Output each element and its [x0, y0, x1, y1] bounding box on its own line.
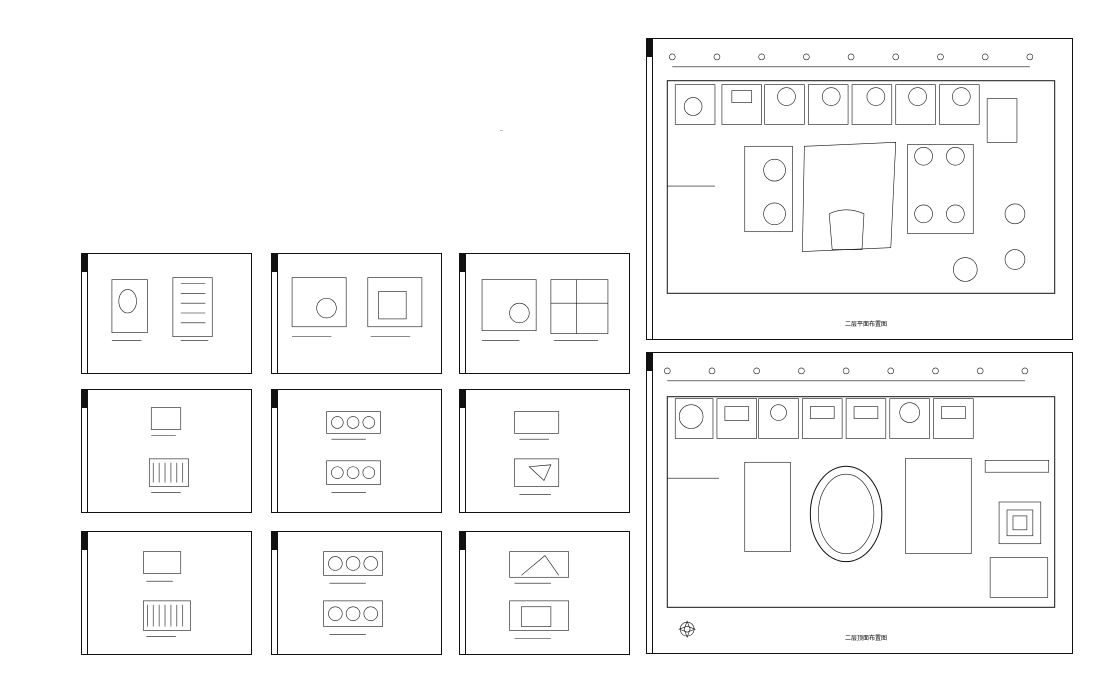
title-strip — [82, 532, 88, 654]
compass-rose-icon — [678, 620, 696, 638]
sheet-drawing — [326, 411, 381, 493]
title-strip — [460, 254, 466, 373]
title-strip — [272, 532, 278, 654]
sheet-drawing — [323, 551, 383, 635]
sheet-drawing — [291, 277, 423, 337]
detail-sheet-7[interactable] — [81, 531, 252, 655]
sheet-drawing — [509, 551, 569, 639]
detail-sheet-8[interactable] — [271, 531, 442, 655]
detail-sheet-9[interactable] — [459, 531, 630, 655]
title-strip — [82, 390, 88, 512]
sheet-drawing — [481, 279, 609, 341]
floor-plan-sheet-top[interactable]: 二层平面布置图 — [646, 38, 1073, 340]
detail-sheet-1[interactable] — [81, 253, 252, 374]
title-strip — [460, 390, 466, 512]
detail-sheet-6[interactable] — [459, 389, 630, 513]
detail-sheet-4[interactable] — [81, 389, 252, 513]
detail-sheet-2[interactable] — [271, 253, 442, 374]
floor-plan-drawing — [666, 53, 1056, 294]
floor-plan-sheet-bottom[interactable]: 二层顶面布置图 — [646, 352, 1073, 654]
sheet-drawing — [143, 551, 191, 637]
title-strip — [647, 353, 653, 653]
title-strip — [647, 39, 653, 339]
sheet-drawing — [514, 411, 560, 495]
ceiling-plan-drawing — [664, 367, 1056, 638]
title-strip — [272, 390, 278, 512]
stray-mark: -- — [500, 128, 503, 133]
sheet-drawing — [148, 407, 189, 493]
drawing-caption: 二层平面布置图 — [845, 321, 888, 328]
detail-sheet-5[interactable] — [271, 389, 442, 513]
title-strip — [272, 254, 278, 373]
title-strip — [82, 254, 88, 373]
drawing-caption: 二层顶面布置图 — [845, 635, 888, 642]
sheet-drawing — [111, 277, 213, 341]
title-strip — [460, 532, 466, 654]
detail-sheet-3[interactable] — [459, 253, 630, 374]
